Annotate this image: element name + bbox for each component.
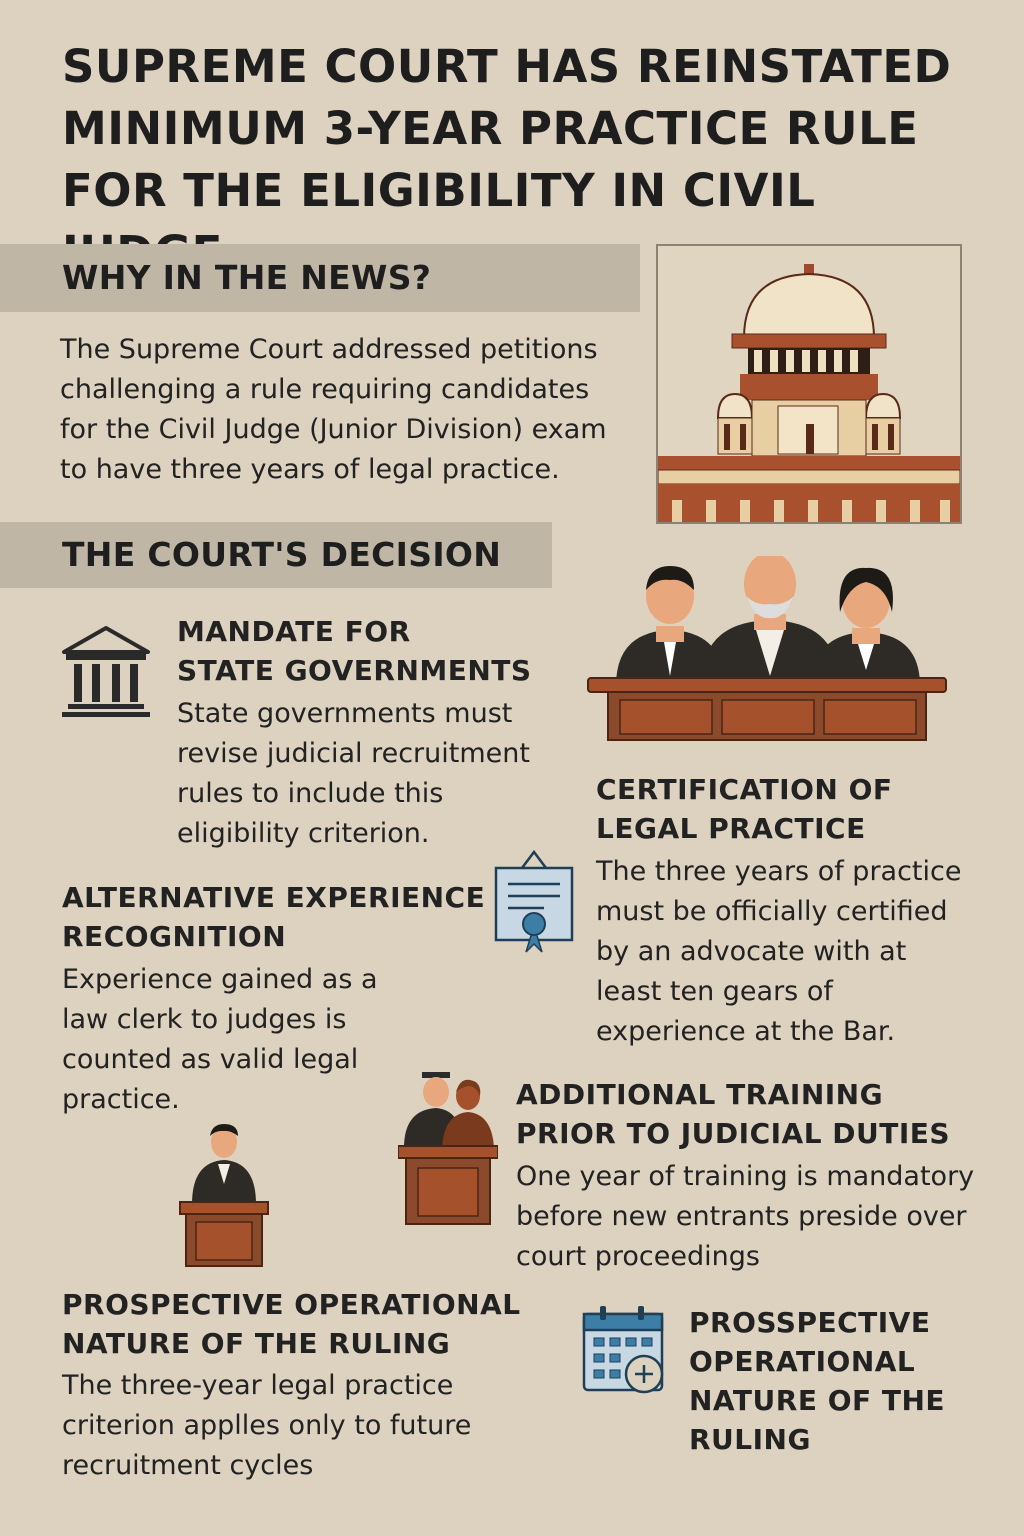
mandate-text: State governments must revise judicial r… [177,698,530,849]
why-text: The Supreme Court addressed petitions ch… [60,334,607,485]
prospective-text: The three-year legal practice criterion … [62,1370,472,1481]
supreme-court-building-icon [656,244,962,524]
certification-text: The three years of practice must be offi… [596,856,962,1047]
lawyers-podium-icon [398,1064,498,1226]
certification-title: CERTIFICATION OF LEGAL PRACTICE [596,773,893,845]
alternative-title: ALTERNATIVE EXPERIENCE RECOGNITION [62,881,486,953]
page-title: SUPREME COURT HAS REINSTATED MINIMUM 3-Y… [62,40,952,279]
certificate-icon [492,846,576,958]
decision-heading-band [0,522,552,588]
alternative-text: Experience gained as a law clerk to judg… [62,964,378,1115]
training-text: One year of training is mandatory before… [516,1161,975,1272]
pillars-building-icon [60,624,152,722]
why-heading-band [0,244,640,312]
judge-podium-icon [178,1122,270,1268]
prospective-title: PROSPECTIVE OPERATIONAL NATURE OF THE RU… [62,1288,521,1360]
judges-bench-icon [586,556,948,742]
why-heading: WHY IN THE NEWS? [62,258,432,297]
calendar-add-icon [580,1304,670,1396]
decision-heading: THE COURT'S DECISION [62,535,502,574]
mandate-title: MANDATE FOR STATE GOVERNMENTS [177,615,532,687]
prospective-dup-title: PROSSPECTIVE OPERATIONAL NATURE OF THE R… [689,1306,946,1456]
training-title: ADDITIONAL TRAINING PRIOR TO JUDICIAL DU… [516,1078,951,1150]
